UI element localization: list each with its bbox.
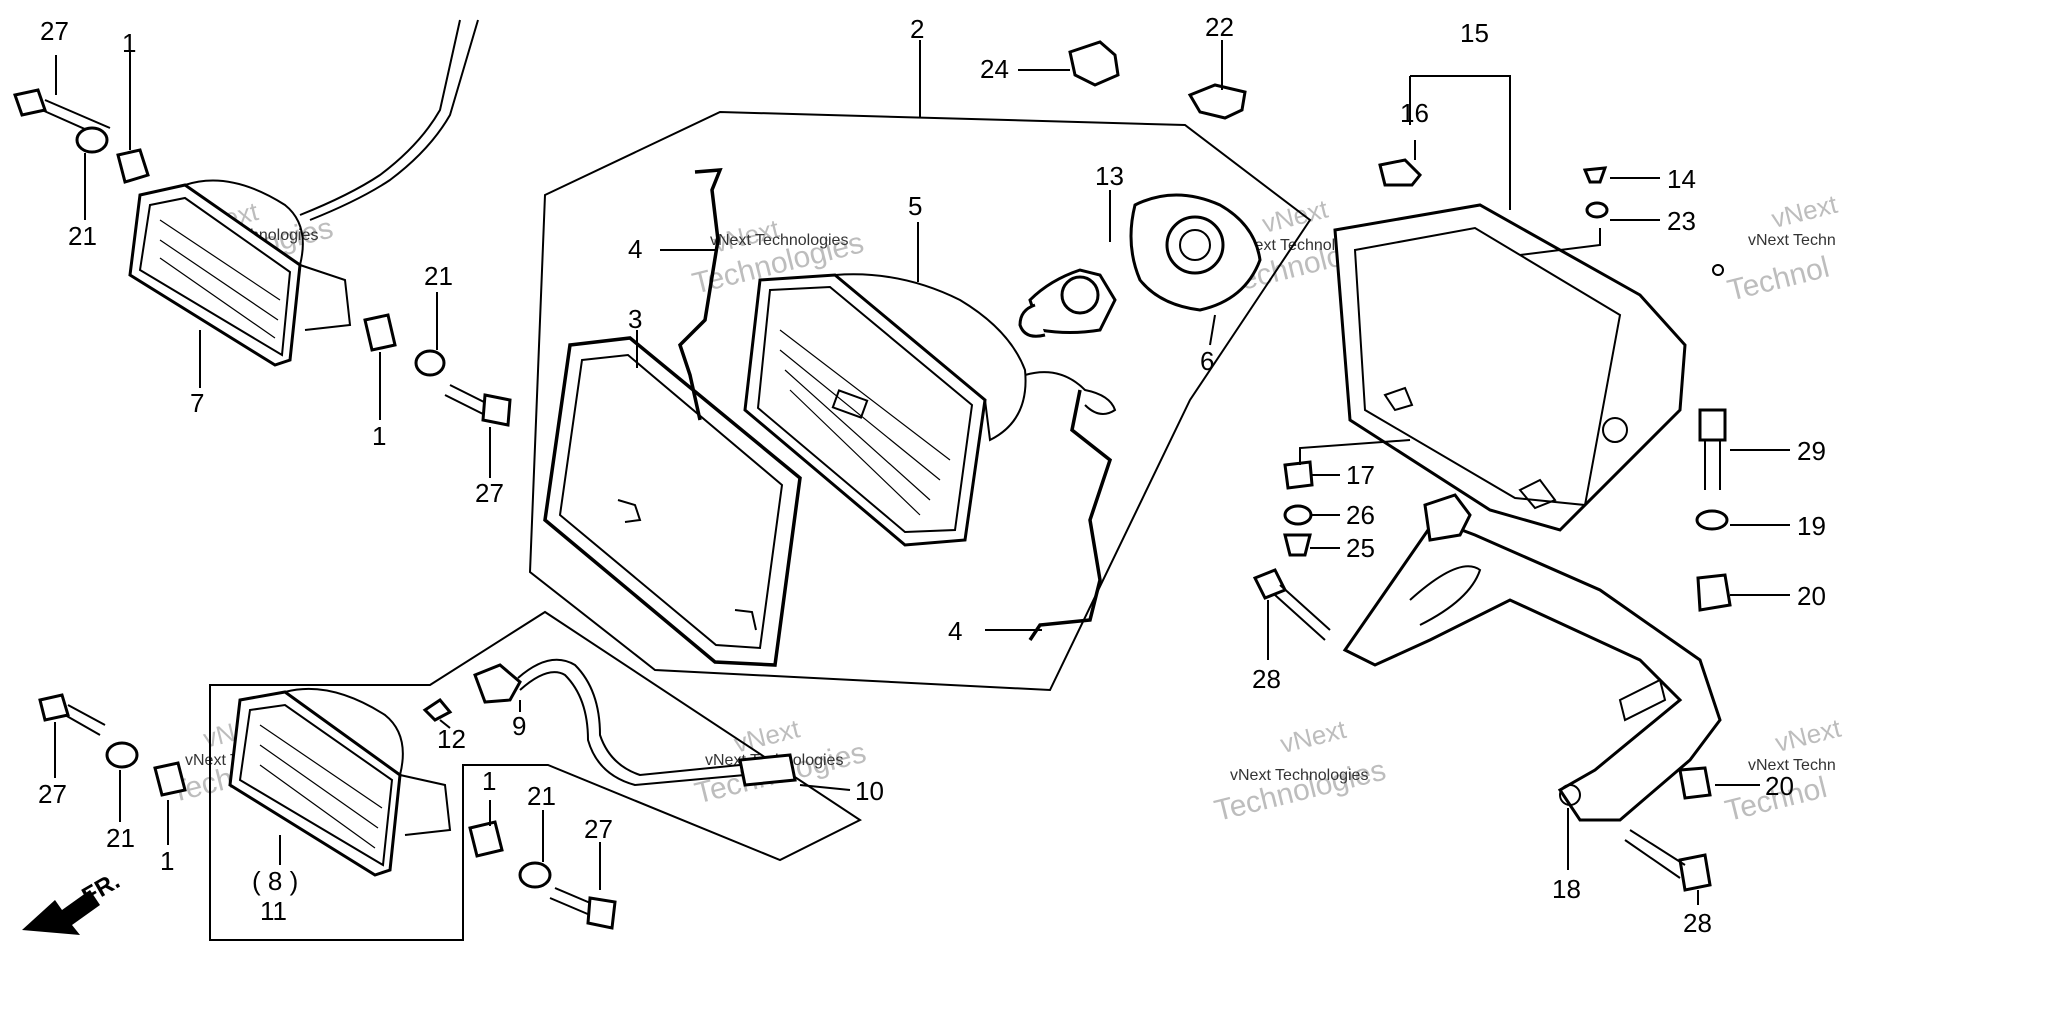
- watermark-word1: vNext: [1277, 714, 1349, 759]
- washer-19: [1695, 509, 1729, 531]
- retaining-spring-upper: [677, 168, 723, 421]
- nut-20-upper: [1696, 573, 1732, 612]
- bolt-28-lower: [1624, 829, 1712, 892]
- callout-1: 1: [482, 766, 496, 796]
- callout-labels: 2 3 4 4 5 6 13 22 24 15 16 14 23 17 26 2…: [38, 12, 1826, 938]
- grommet-1-lower-left: [153, 761, 187, 797]
- bolt-27-lower-left: [38, 693, 106, 736]
- socket-9: [473, 658, 797, 787]
- retaining-spring-lower: [1028, 389, 1113, 641]
- callout-7: 7: [190, 388, 204, 418]
- callout-24: 24: [980, 54, 1009, 84]
- callout-22: 22: [1205, 12, 1234, 42]
- nut-20-lower: [1678, 766, 1712, 800]
- bolt-29: [1698, 408, 1727, 490]
- callout-14: 14: [1667, 164, 1696, 194]
- callout-23: 23: [1667, 206, 1696, 236]
- callout-4: 4: [628, 234, 642, 264]
- callout-6: 6: [1200, 346, 1214, 376]
- lamp-assembly-boundary: [209, 610, 862, 941]
- callout-2: 2: [910, 14, 924, 44]
- callout-4: 4: [948, 616, 962, 646]
- connector-22: [1187, 83, 1247, 120]
- bulb-12: [422, 698, 453, 722]
- grommet-1-lower-mid: [468, 820, 504, 858]
- callout-21: 21: [68, 221, 97, 251]
- headlight-bracket: [1342, 493, 1722, 822]
- washer-21-lower-mid: [518, 861, 552, 889]
- callout-11: 11: [260, 896, 287, 926]
- callout-18: 18: [1552, 874, 1581, 904]
- bolt-28-upper: [1252, 568, 1331, 641]
- bolt-27-lower-mid: [549, 887, 617, 930]
- screw-14: [1582, 166, 1608, 184]
- callout-26: 26: [1346, 500, 1375, 530]
- front-arrow-icon: [22, 890, 100, 935]
- callout-12: 12: [437, 724, 466, 754]
- assembly-2-boundary: [528, 110, 1312, 692]
- callout-20: 20: [1765, 771, 1794, 801]
- callout-28: 28: [1683, 908, 1712, 938]
- callout-1: 1: [122, 28, 136, 58]
- clip-nut-16: [1378, 158, 1423, 187]
- washer-23: [1585, 201, 1609, 219]
- callout-27: 27: [40, 16, 69, 46]
- callout-27: 27: [38, 779, 67, 809]
- callout-9: 9: [512, 711, 526, 741]
- position-lamp-7: [128, 19, 479, 367]
- callout-27: 27: [584, 814, 613, 844]
- callout-8: ( 8 ): [252, 866, 298, 896]
- callout-21: 21: [106, 823, 135, 853]
- front-direction-indicator: FR.: [22, 867, 124, 935]
- callout-25: 25: [1346, 533, 1375, 563]
- grommet-1-top: [116, 148, 150, 184]
- position-lamp-8: [228, 687, 452, 877]
- callout-29: 29: [1797, 436, 1826, 466]
- callout-20: 20: [1797, 581, 1826, 611]
- callout-13: 13: [1095, 161, 1124, 191]
- callout-21: 21: [527, 781, 556, 811]
- watermark-word1: vNext: [1259, 193, 1331, 238]
- callout-10: 10: [855, 776, 884, 806]
- leader-lines: [54, 40, 1790, 905]
- watermark-word2: Technologies: [1211, 754, 1389, 828]
- headlight-unit: [743, 273, 1117, 547]
- watermark-partial1: vNext Techn: [1748, 757, 1836, 774]
- headlight-rim: [543, 336, 802, 667]
- headlight-bulb: [1018, 268, 1117, 338]
- callout-17: 17: [1346, 460, 1375, 490]
- bulb-socket-cover: [1129, 193, 1262, 312]
- bolt-27-mid: [444, 384, 512, 427]
- callout-21: 21: [424, 261, 453, 291]
- watermark-word1: vNext: [1768, 189, 1840, 234]
- callout-5: 5: [908, 191, 922, 221]
- washer-21-top: [75, 126, 109, 154]
- watermark-word1: vNext: [1772, 713, 1844, 758]
- callout-27: 27: [475, 478, 504, 508]
- callout-28: 28: [1252, 664, 1281, 694]
- bolt-25: [1283, 533, 1312, 557]
- headlight-case: [1333, 203, 1724, 532]
- washer-21-mid: [414, 349, 446, 377]
- connector-24: [1068, 40, 1120, 87]
- grommet-1-mid: [363, 313, 397, 352]
- callout-3: 3: [628, 304, 642, 334]
- callout-1: 1: [160, 846, 174, 876]
- watermark-partial2: Technol: [1724, 251, 1832, 308]
- callout-19: 19: [1797, 511, 1826, 541]
- callout-15: 15: [1460, 18, 1489, 48]
- watermark-company: vNext Technologies: [710, 232, 848, 249]
- callout-16: 16: [1400, 98, 1429, 128]
- watermark-company: vNext Technologies: [1230, 767, 1368, 784]
- watermark-partial1: vNext Techn: [1748, 232, 1836, 249]
- grommet-17: [1283, 460, 1314, 490]
- washer-21-lower-left: [105, 741, 139, 769]
- callout-1: 1: [372, 421, 386, 451]
- washer-26: [1283, 504, 1313, 526]
